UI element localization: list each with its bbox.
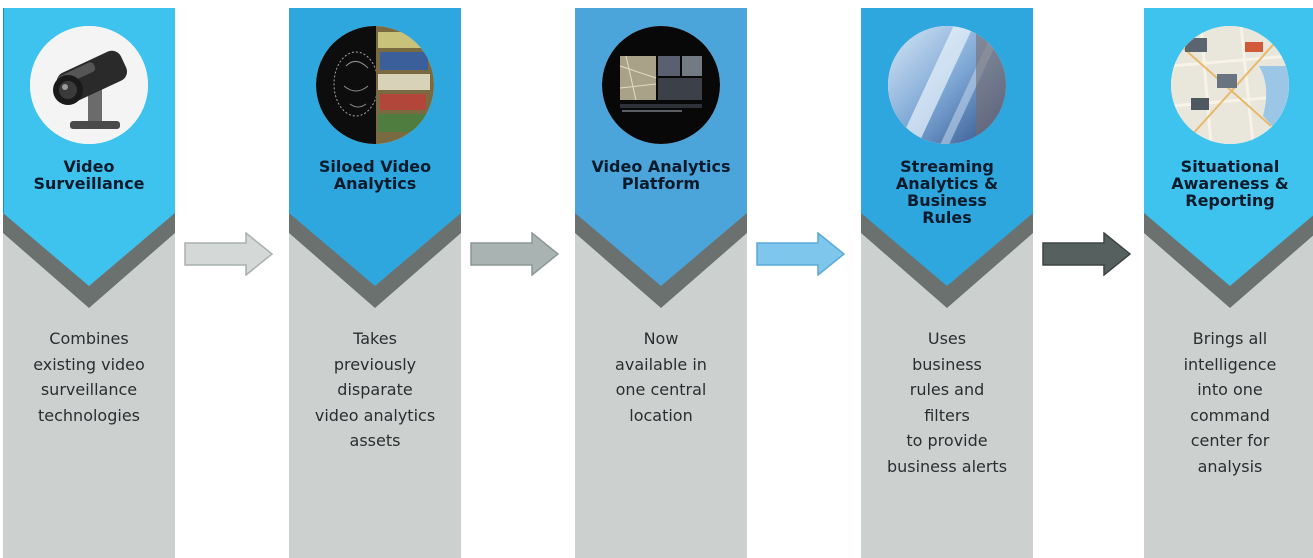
face-scan-image [316, 26, 434, 144]
step-description: Brings all intelligence into one command… [1183, 329, 1277, 476]
analytics-dashboard-image [602, 26, 720, 144]
step-video-analytics-platform: Video Analytics Platform Now available i… [575, 8, 747, 558]
step-description: Uses business rules and filters to provi… [886, 329, 1008, 476]
step-description: Now available in one central location [615, 329, 707, 425]
step-situational-awareness: Situational Awareness & Reporting Brings… [1144, 8, 1313, 558]
security-camera-image [30, 26, 148, 144]
step-siloed-video-analytics: Siloed Video Analytics Takes previously … [289, 8, 461, 558]
connector-arrow-1 [184, 232, 274, 276]
city-map-image [1171, 26, 1289, 144]
step-title: Situational Awareness & Reporting [1171, 157, 1289, 210]
step-description: Combines existing video surveillance tec… [33, 329, 145, 425]
step-video-surveillance: Video Surveillance Combines existing vid… [3, 8, 175, 558]
step-description: Takes previously disparate video analyti… [314, 329, 436, 450]
step-title: Video Surveillance [33, 157, 145, 193]
step-title: Video Analytics Platform [591, 157, 731, 193]
step-streaming-analytics: Streaming Analytics & Business Rules Use… [861, 8, 1033, 558]
step-title: Siloed Video Analytics [318, 157, 432, 193]
connector-arrow-4 [1042, 232, 1132, 276]
connector-arrow-3 [756, 232, 846, 276]
streaming-light-image [888, 26, 1006, 144]
step-title: Streaming Analytics & Business Rules [895, 157, 999, 227]
connector-arrow-2 [470, 232, 560, 276]
